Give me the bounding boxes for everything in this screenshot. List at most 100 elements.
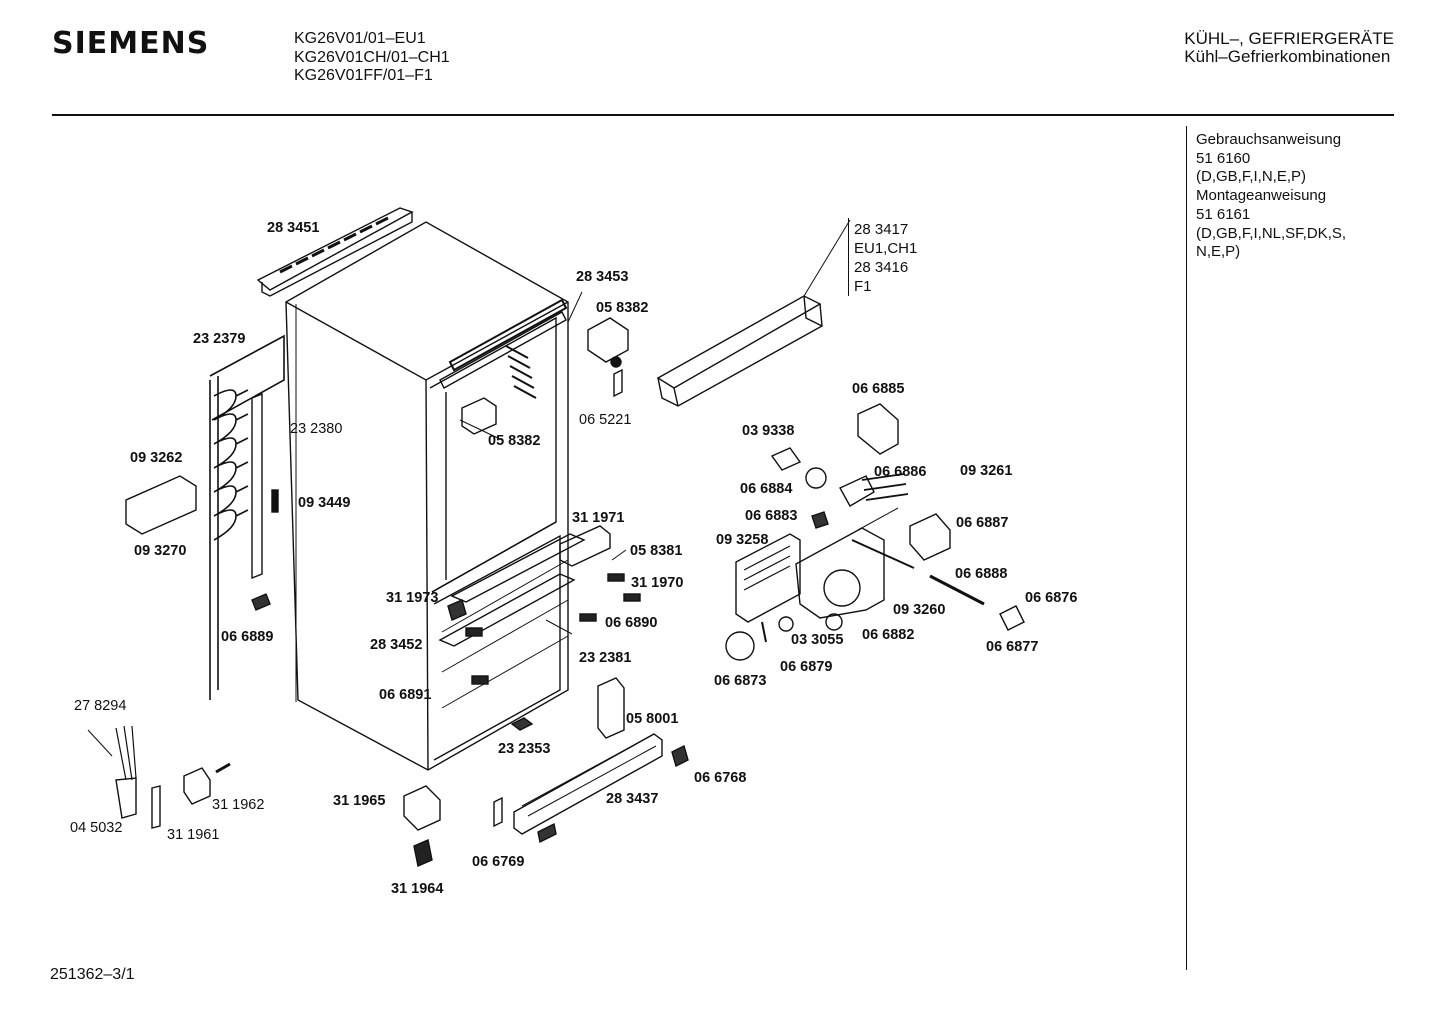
part-label: 28 3451: [267, 220, 320, 236]
adjustable-foot: [413, 839, 433, 867]
part-label: 04 5032: [70, 820, 123, 836]
doc-line: (D,GB,F,I,NL,SF,DK,S,: [1196, 224, 1347, 242]
part-label: 06 6890: [605, 615, 658, 631]
model-number: KG26V01/01–EU1: [294, 30, 426, 47]
part-label: 06 6768: [694, 770, 747, 786]
clip-031970: [607, 573, 625, 582]
model-number: KG26V01CH/01–CH1: [294, 48, 450, 66]
light-cover: [656, 219, 851, 407]
doc-line: (D,GB,F,I,N,E,P): [1196, 168, 1307, 186]
thermostat-housing: [795, 527, 885, 619]
insulation-pad: [125, 475, 197, 535]
part-label: 31 1961: [167, 827, 220, 843]
part-label: 23 2379: [193, 331, 246, 347]
sidebar-divider: [1186, 126, 1187, 970]
part-label: 06 6886: [874, 464, 927, 480]
part-label: 09 3258: [716, 532, 769, 548]
part-label: 05 8001: [626, 711, 679, 727]
part-label: 06 6885: [852, 381, 905, 397]
pin-031962: [215, 762, 231, 774]
doc-line: 51 6160: [1196, 149, 1251, 167]
part-label: 06 6888: [955, 566, 1008, 582]
part-label: 05 8382: [488, 433, 541, 449]
part-label: 09 3449: [298, 495, 351, 511]
doc-line: 51 6161: [1196, 205, 1251, 223]
part-label: 06 6884: [740, 481, 793, 497]
part-label: 06 6769: [472, 854, 525, 870]
bracket-top: [587, 317, 629, 363]
variant-note: 28 3417 EU1,CH1 28 3416 F1: [854, 220, 917, 296]
model-list: KG26V01/01–EU1 KG26V01CH/01–CH1 KG26V01F…: [294, 30, 450, 86]
hinge-058001: [597, 677, 625, 739]
part-label: 06 6887: [956, 515, 1009, 531]
part-label: 06 6883: [745, 508, 798, 524]
variant-line: 28 3416: [854, 259, 909, 276]
documents-list: Gebrauchsanweisung 51 6160 (D,GB,F,I,N,E…: [1196, 131, 1346, 262]
variant-line: F1: [854, 278, 872, 295]
part-label: 31 1971: [572, 510, 625, 526]
screw-kick: [537, 822, 557, 844]
spring-066883: [811, 511, 829, 529]
part-label: 06 6889: [221, 629, 274, 645]
thermostat-probe: [115, 725, 137, 819]
variant-line: EU1,CH1: [854, 240, 918, 257]
knob-066873: [725, 631, 755, 661]
knob-039338: [770, 447, 802, 471]
part-label: 09 3262: [130, 450, 183, 466]
washer: [610, 356, 622, 368]
header-divider: [52, 114, 1394, 116]
category-title: KÜHL–, GEFRIERGERÄTE: [1184, 29, 1394, 48]
part-label: 28 3453: [576, 269, 629, 285]
pin-066879: [761, 621, 767, 643]
clip-066890: [579, 613, 597, 622]
pad-232353: [510, 717, 534, 731]
part-label: 09 3270: [134, 543, 187, 559]
drawing-number: 251362–3/1: [50, 966, 135, 983]
part-label: 09 3261: [960, 463, 1013, 479]
part-066876: [999, 605, 1025, 631]
part-label: 06 6877: [986, 639, 1039, 655]
tube-045032: [151, 785, 161, 829]
doc-line: Montageanweisung: [1196, 187, 1327, 205]
cabinet: [285, 221, 569, 771]
condenser-coil: [209, 334, 285, 700]
part-label: 31 1962: [212, 797, 265, 813]
foot-bracket: [403, 785, 441, 831]
model-number: KG26V01FF/01–F1: [294, 67, 433, 84]
nut-033055: [778, 616, 794, 632]
part-label: 23 2353: [498, 741, 551, 757]
lever: [851, 539, 915, 569]
category: KÜHL–, GEFRIERGERÄTE Kühl–Gefrierkombina…: [1184, 30, 1394, 66]
part-label: 27 8294: [74, 698, 127, 714]
part-label: 31 1964: [391, 881, 444, 897]
hinge-clip: [251, 593, 271, 611]
dial: [823, 569, 861, 607]
kickplate: [513, 733, 663, 835]
variant-line: 28 3417: [854, 221, 909, 238]
part-label: 31 1973: [386, 590, 439, 606]
part-label: 06 5221: [579, 412, 632, 428]
part-label: 03 9338: [742, 423, 795, 439]
clip-031973: [447, 599, 467, 621]
shelf-lower: [438, 573, 576, 647]
part-label: 31 1965: [333, 793, 386, 809]
doc-line: N,E,P): [1196, 243, 1241, 261]
shaft-066888: [929, 574, 985, 606]
part-label: 23 2380: [290, 421, 343, 437]
clip-b: [471, 675, 489, 685]
part-label: 28 3437: [606, 791, 659, 807]
bracket-mid: [461, 397, 497, 435]
housing-093258: [735, 533, 801, 623]
part-label: 05 8381: [630, 543, 683, 559]
lamp-holder: [839, 475, 875, 507]
motor-066887: [909, 513, 951, 561]
top-grille: [256, 207, 414, 297]
variant-note-bar: [848, 218, 849, 296]
sleeve-031961: [183, 767, 211, 805]
part-label: 06 6891: [379, 687, 432, 703]
screw-066768: [671, 744, 689, 768]
ring-066884: [805, 467, 827, 489]
pin-065221: [613, 368, 623, 398]
part-label: 06 6873: [714, 673, 767, 689]
doc-line: Gebrauchsanweisung: [1196, 131, 1342, 148]
